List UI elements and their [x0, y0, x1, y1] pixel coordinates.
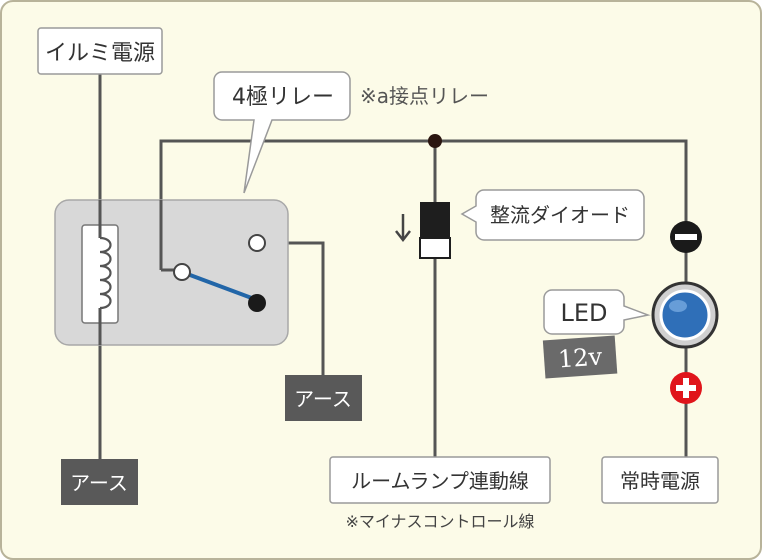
relay-note-label: ※a接点リレー	[360, 84, 489, 108]
relay-ground-box	[285, 375, 362, 421]
switch-arm	[181, 270, 258, 302]
no-contact	[248, 234, 266, 252]
led-lamp	[651, 281, 719, 349]
nc-contact	[248, 294, 266, 312]
constant-power-label: 常時電源	[620, 469, 700, 493]
illumi-power-box	[37, 27, 163, 75]
coil-ground-label: アース	[70, 471, 128, 495]
diode-body	[420, 202, 450, 238]
relay-ground-label: アース	[294, 387, 352, 411]
coil-icon	[99, 236, 112, 310]
relay-name-label: 4極リレー	[232, 85, 334, 110]
diode-callout	[460, 189, 645, 241]
down-arrow-icon	[395, 214, 411, 243]
voltage-tag: 12v	[542, 335, 618, 379]
plus-icon	[670, 372, 702, 404]
common-contact	[173, 263, 191, 281]
minus-control-note: ※マイナスコントロール線	[345, 512, 534, 531]
diode-label: 整流ダイオード	[490, 203, 630, 227]
led-label: LED	[560, 299, 607, 327]
junction-dot	[428, 134, 442, 148]
led-callout	[543, 289, 651, 335]
diode-band	[419, 237, 451, 259]
relay-callout	[213, 71, 351, 194]
illumi-power-label: イルミ電源	[45, 41, 155, 66]
constant-power-box	[601, 456, 719, 504]
room-lamp-box	[329, 456, 551, 504]
led-voltage-label: 12v	[557, 342, 603, 373]
room-lamp-label: ルームランプ連動線	[351, 469, 529, 493]
coil-ground-box	[61, 459, 138, 505]
minus-icon	[670, 221, 702, 253]
